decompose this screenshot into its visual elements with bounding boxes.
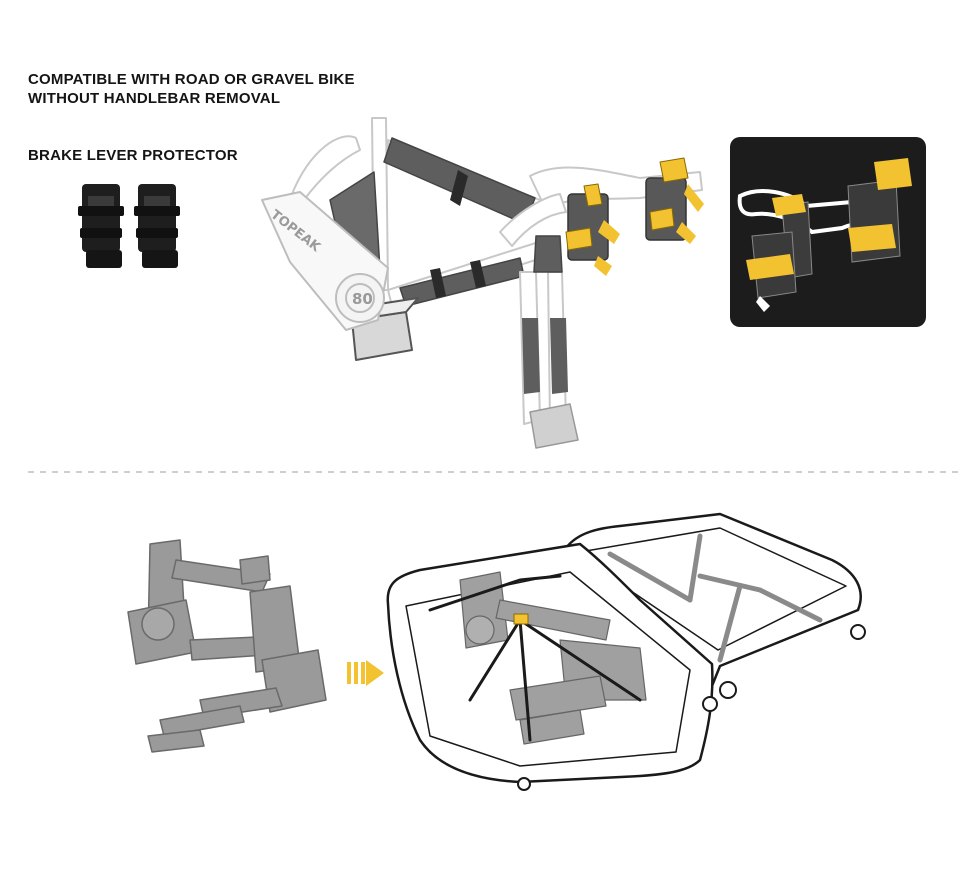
triple-chevron-right-icon	[347, 660, 384, 686]
brake-lever-protector-title: BRAKE LEVER PROTECTOR	[28, 147, 238, 164]
headline-line-1: COMPATIBLE WITH ROAD OR GRAVEL BIKE	[28, 71, 355, 88]
brake-lever-protector-right	[134, 184, 180, 268]
folded-bike-illustration	[127, 539, 327, 753]
brake-lever-protector-left	[78, 184, 124, 268]
headline: COMPATIBLE WITH ROAD OR GRAVEL BIKE WITH…	[28, 70, 355, 108]
chainring-badge-text: 80	[352, 290, 373, 308]
lever-protector-detail-panel	[730, 137, 926, 327]
travel-case-illustration	[386, 512, 866, 791]
bike-frame-illustration	[261, 117, 704, 449]
headline-line-2: WITHOUT HANDLEBAR REMOVAL	[28, 90, 281, 107]
